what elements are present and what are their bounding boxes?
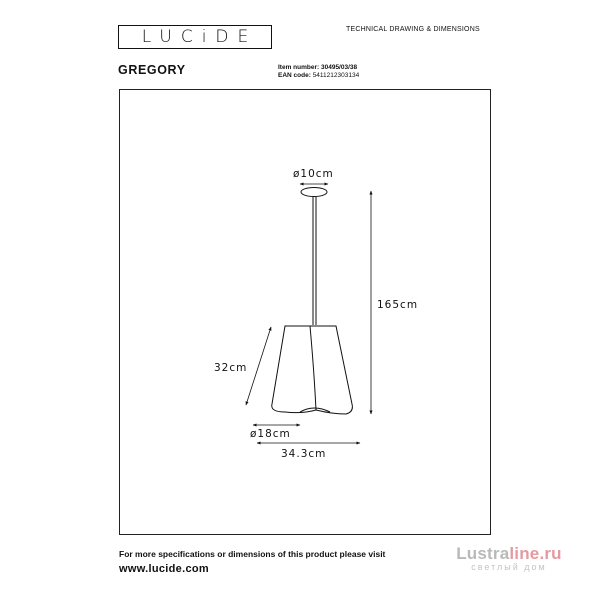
shade-height-dimension-line <box>245 326 272 406</box>
total-height-label: 165cm <box>377 299 418 311</box>
canopy <box>300 187 328 197</box>
ean-value: 5411212303134 <box>312 72 360 79</box>
drawing-frame <box>119 89 491 535</box>
watermark: Lustraline.ru светлый дом <box>434 544 584 572</box>
document-type: TECHNICAL DRAWING & DIMENSIONS <box>346 26 480 33</box>
footer-note: For more specifications or dimensions of… <box>119 549 386 559</box>
shade-width-label: 34.3cm <box>281 448 326 460</box>
item-number-row: Item number: 30495/03/38 <box>278 64 357 71</box>
watermark-brand-part2: line.ru <box>509 544 562 563</box>
ean-row: EAN code: 5411212303134 <box>278 72 359 79</box>
canopy-diameter-label: ø10cm <box>293 168 334 180</box>
brand-logo: LUCiDE <box>118 25 272 49</box>
bottom-diameter-label: ø18cm <box>250 428 291 440</box>
lampshade <box>271 325 353 415</box>
website-link[interactable]: www.lucide.com <box>119 563 209 575</box>
brand-logo-text: LUCiDE <box>141 27 258 47</box>
ean-label: EAN code: <box>278 72 311 79</box>
watermark-brand: Lustraline.ru <box>434 544 584 564</box>
watermark-tagline: светлый дом <box>471 562 547 572</box>
product-name: GREGORY <box>118 63 186 77</box>
shade-height-label: 32cm <box>214 362 247 374</box>
item-number-label: Item number: <box>278 64 320 71</box>
watermark-brand-part1: Lustra <box>456 544 510 563</box>
item-number-value: 30495/03/38 <box>320 64 358 71</box>
